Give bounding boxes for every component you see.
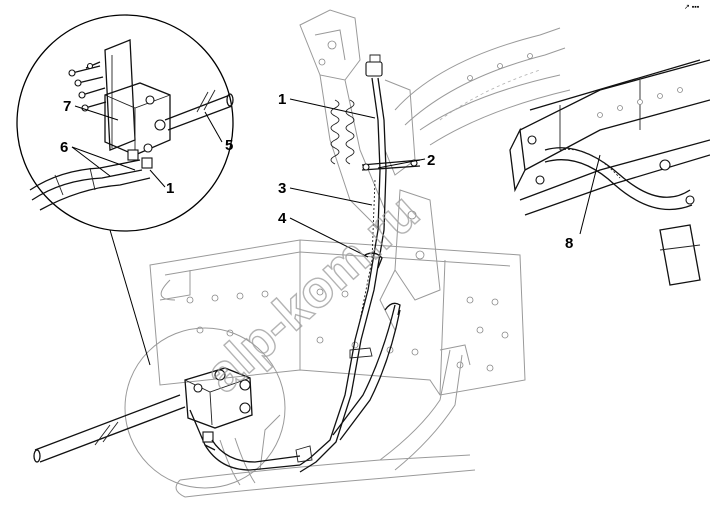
callout-1-main: 1 — [278, 91, 286, 108]
callout-1-detail: 1 — [166, 180, 174, 197]
callout-4: 4 — [278, 210, 287, 227]
corner-mark: ↗ ▪▪▪ — [684, 4, 700, 11]
valve-assembly-lower — [33, 327, 301, 489]
callout-labels: 1 1 2 3 4 5 6 7 8 — [60, 91, 573, 252]
chassis-frame — [149, 9, 571, 498]
leader-lines — [71, 98, 601, 258]
callout-5: 5 — [225, 137, 233, 154]
callout-6: 6 — [60, 139, 68, 156]
callout-3: 3 — [278, 180, 286, 197]
callout-8: 8 — [565, 235, 573, 252]
detail-magnifier — [16, 14, 234, 366]
header-section-right — [509, 59, 710, 286]
callout-2: 2 — [427, 152, 435, 169]
callout-7: 7 — [63, 98, 71, 115]
hydraulic-hose-main — [295, 54, 421, 473]
